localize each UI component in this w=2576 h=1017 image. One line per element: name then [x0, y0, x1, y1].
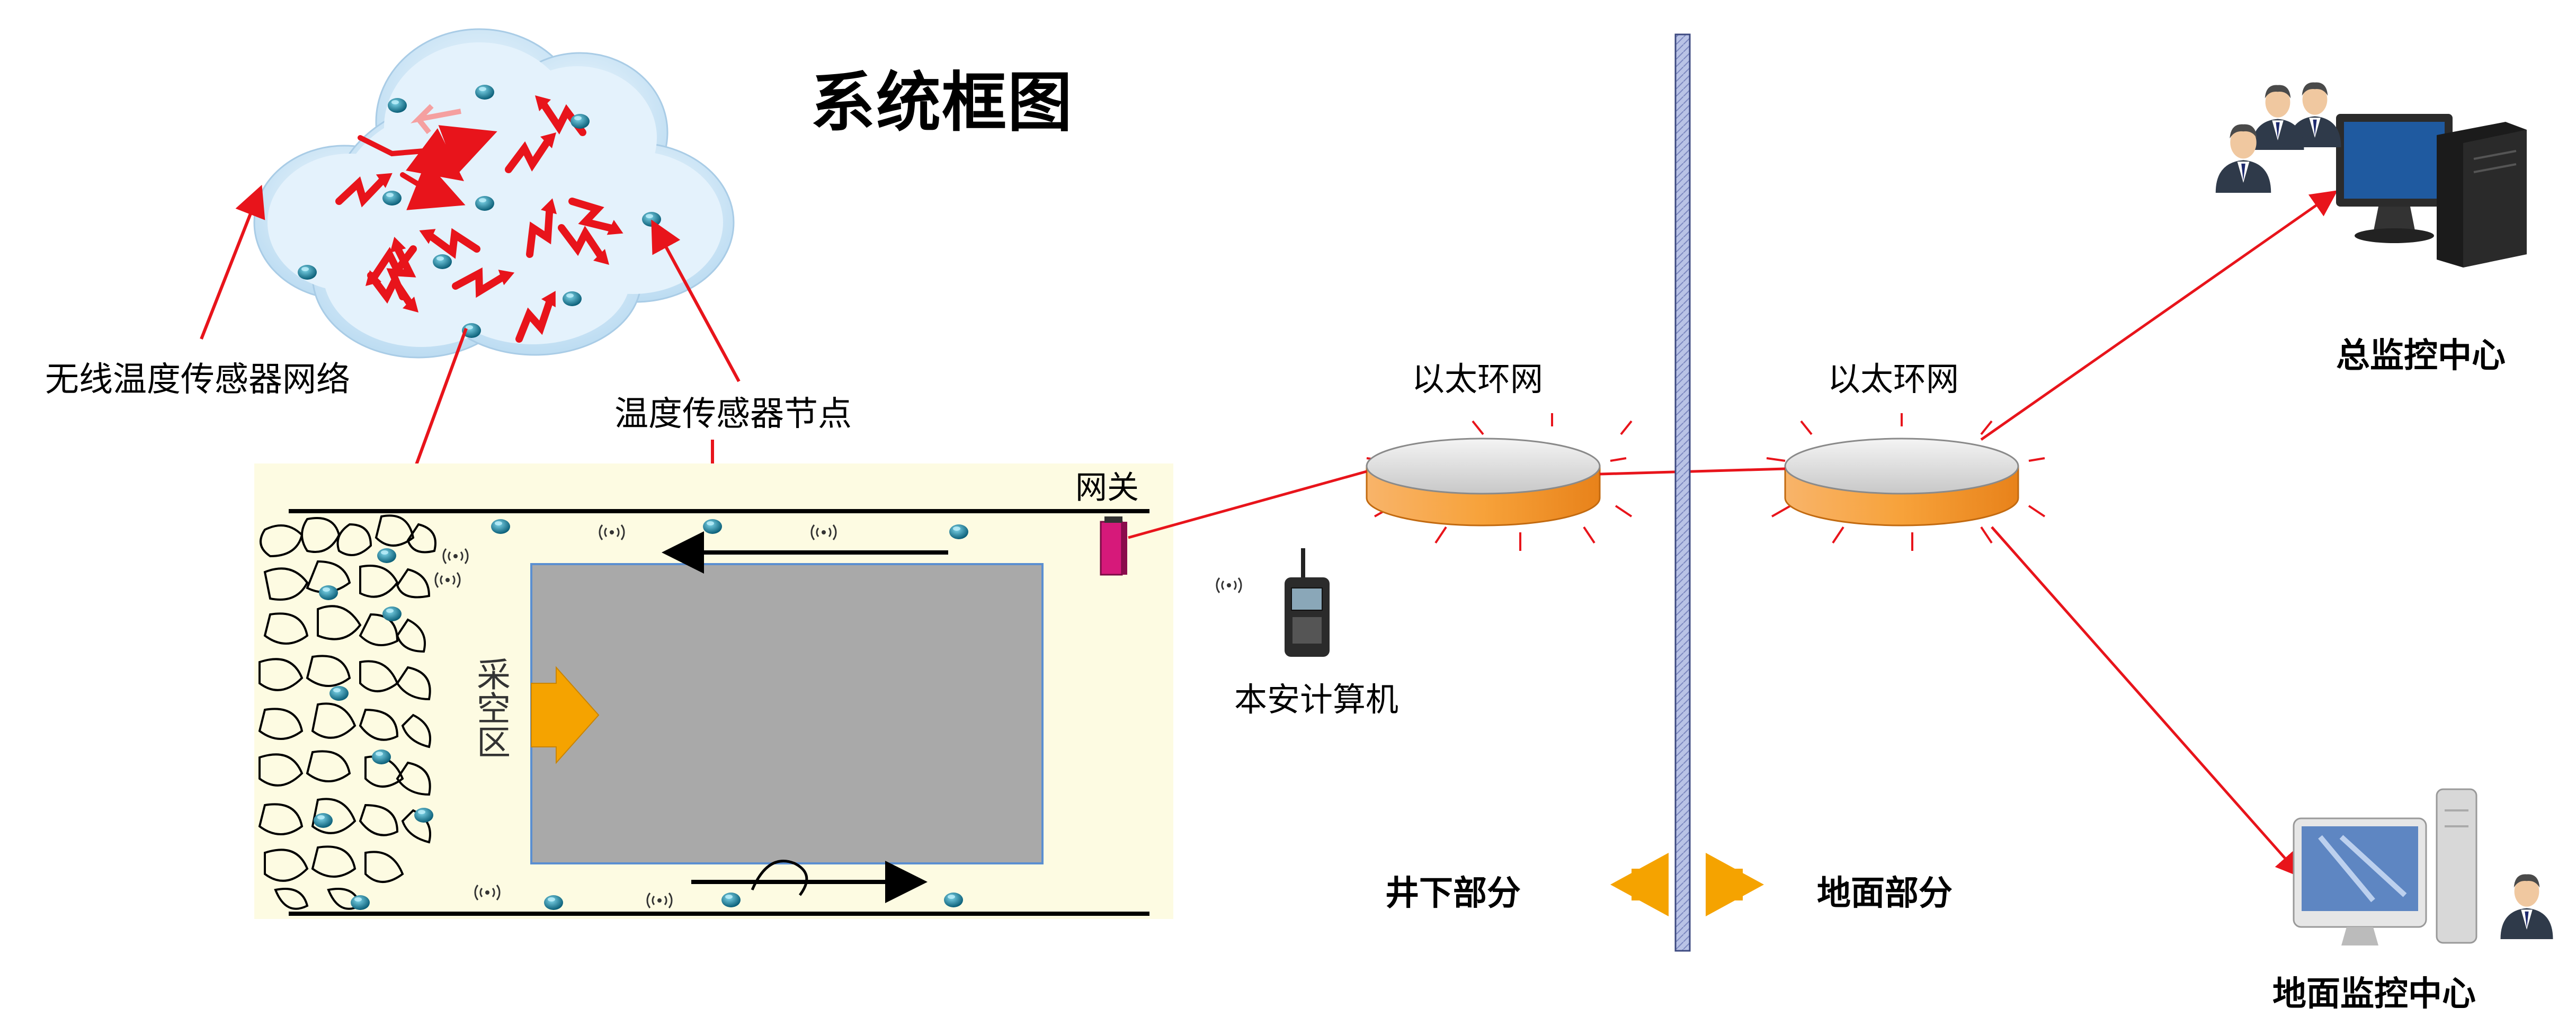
main-monitor-computer: [2336, 114, 2527, 267]
label-underground: 井下部分: [1385, 874, 1521, 913]
gateway-device: [1100, 516, 1127, 576]
mining-panel: [254, 463, 1242, 919]
label-wireless-network: 无线温度传感器网络: [45, 360, 350, 399]
intrinsic-computer-device: [1285, 548, 1330, 657]
ground-monitor-computer: [2293, 788, 2553, 945]
label-ethernet-left: 以太环网: [1412, 360, 1544, 398]
wireless-network-cloud: [253, 28, 735, 359]
label-surface: 地面部分: [1817, 874, 1953, 913]
advance-arrow: [531, 666, 600, 764]
diagram-title: 系统框图: [810, 65, 1073, 140]
ethernet-ring-right: [1766, 413, 2046, 551]
label-gateway: 网关: [1075, 469, 1139, 506]
label-sensor-node: 温度传感器节点: [614, 395, 852, 434]
label-main-monitor: 总监控中心: [2336, 336, 2506, 376]
main-monitor-operators: [2215, 82, 2341, 193]
label-intrinsic-computer: 本安计算机: [1234, 680, 1399, 719]
working-face: [530, 563, 1044, 864]
signal-arrows: [339, 95, 623, 339]
divider-bar: [1674, 33, 1691, 952]
network-links: [1128, 190, 2338, 878]
label-ethernet-right: 以太环网: [1828, 360, 1959, 398]
goaf-rubble: [258, 514, 436, 910]
ethernet-ring-left: [1366, 413, 1633, 551]
label-goaf: 采空区: [471, 657, 510, 759]
label-ground-monitor: 地面监控中心: [2272, 975, 2476, 1014]
